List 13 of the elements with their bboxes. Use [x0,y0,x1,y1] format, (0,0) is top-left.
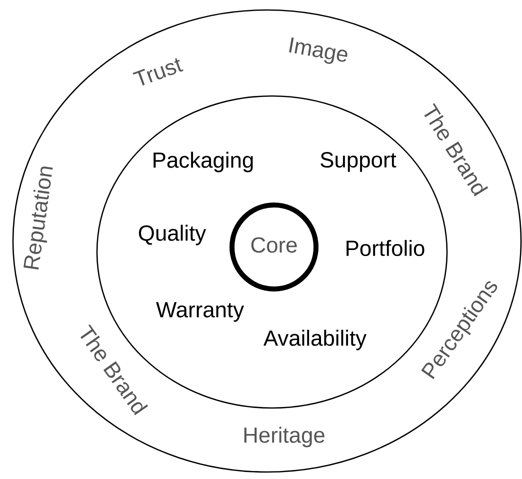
ring-label: Quality [138,224,206,246]
outer-ellipse [12,9,522,473]
ring-label: Portfolio [346,240,424,256]
ring-label: Availability [263,330,367,350]
ring-label: Packaging [154,152,253,172]
ring-label: Trust [132,58,184,86]
core-circle [230,202,318,292]
ring-label: Heritage [244,426,324,448]
ring-label: Support [320,152,396,172]
ring-label: Image [289,37,348,64]
ring-label: Warranty [156,302,244,322]
ring-label: Reputation [24,166,53,270]
core-label: Core [251,237,297,253]
